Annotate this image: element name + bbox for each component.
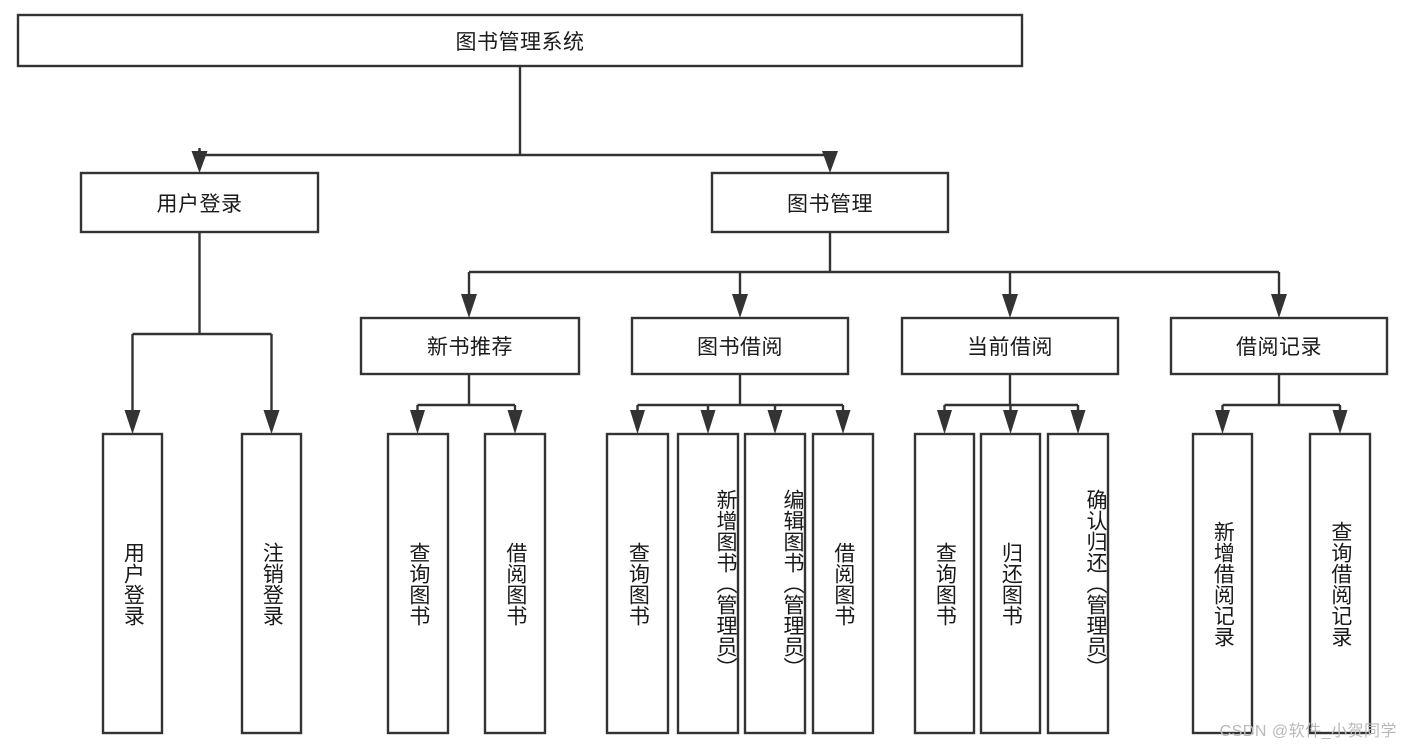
node-box-leaf-query-book-recommend[interactable] — [386, 432, 450, 735]
connector-borrow-record-to-leaves — [1215, 374, 1348, 434]
arrowhead-leaf-borrow-book — [835, 410, 851, 434]
node-box-borrow-record[interactable] — [1169, 316, 1389, 376]
arrowhead-leaf-query-book-borrow — [630, 410, 645, 434]
connector-book-management-to-level3 — [461, 232, 1287, 318]
arrowhead-book-borrow — [732, 294, 748, 318]
node-box-leaf-query-book-current[interactable] — [913, 432, 976, 735]
arrowhead-leaf-return-book — [1003, 410, 1018, 434]
node-box-leaf-borrow-book[interactable] — [811, 432, 875, 735]
node-box-leaf-add-book[interactable] — [676, 432, 740, 735]
node-box-leaf-add-borrow-record[interactable] — [1191, 432, 1254, 735]
arrowhead-leaf-logout — [263, 410, 280, 434]
arrowhead-current-borrow — [1002, 294, 1018, 318]
connector-book-borrow-to-leaves — [630, 374, 851, 434]
node-box-leaf-borrow-book-recommend[interactable] — [483, 432, 547, 735]
node-box-book-management[interactable] — [710, 171, 950, 234]
connector-root-to-level2 — [198, 66, 830, 157]
node-box-leaf-return-book[interactable] — [979, 432, 1042, 735]
node-box-book-borrow[interactable] — [630, 316, 850, 376]
arrowhead-leaf-borrow-book-recommend — [507, 410, 523, 434]
node-box-user-login[interactable] — [79, 171, 320, 234]
node-box-leaf-query-book-borrow[interactable] — [605, 432, 670, 735]
connector-current-borrow-to-leaves — [937, 374, 1086, 434]
node-box-leaf-user-login[interactable] — [101, 432, 164, 735]
arrowhead-user-login — [191, 151, 208, 173]
arrowhead-leaf-query-book-recommend — [410, 410, 425, 434]
arrowhead-leaf-add-book — [700, 410, 716, 434]
arrowhead-leaf-user-login — [124, 410, 141, 434]
arrowhead-leaf-query-borrow-record — [1332, 410, 1348, 434]
connector-new-book-recommend-to-leaves — [410, 374, 523, 434]
arrowhead-leaf-query-book-current — [937, 410, 952, 434]
node-box-leaf-edit-book[interactable] — [743, 432, 807, 735]
node-box-leaf-query-borrow-record[interactable] — [1308, 432, 1372, 735]
arrowhead-leaf-edit-book — [767, 410, 783, 434]
node-box-current-borrow[interactable] — [900, 316, 1120, 376]
node-box-leaf-confirm-return[interactable] — [1046, 432, 1110, 735]
arrowhead-leaf-add-borrow-record — [1215, 410, 1230, 434]
watermark-text: CSDN @软件_小贺同学 — [1219, 723, 1397, 740]
node-box-new-book-recommend[interactable] — [359, 316, 581, 376]
arrowhead-leaf-confirm-return — [1070, 410, 1086, 434]
connector-user-login-to-leaves — [124, 232, 280, 434]
arrowhead-borrow-record — [1271, 294, 1287, 318]
arrowhead-new-book-recommend — [461, 294, 477, 318]
arrowhead-book-management — [822, 151, 838, 173]
node-box-leaf-logout[interactable] — [240, 432, 303, 735]
node-box-root[interactable] — [16, 13, 1024, 68]
